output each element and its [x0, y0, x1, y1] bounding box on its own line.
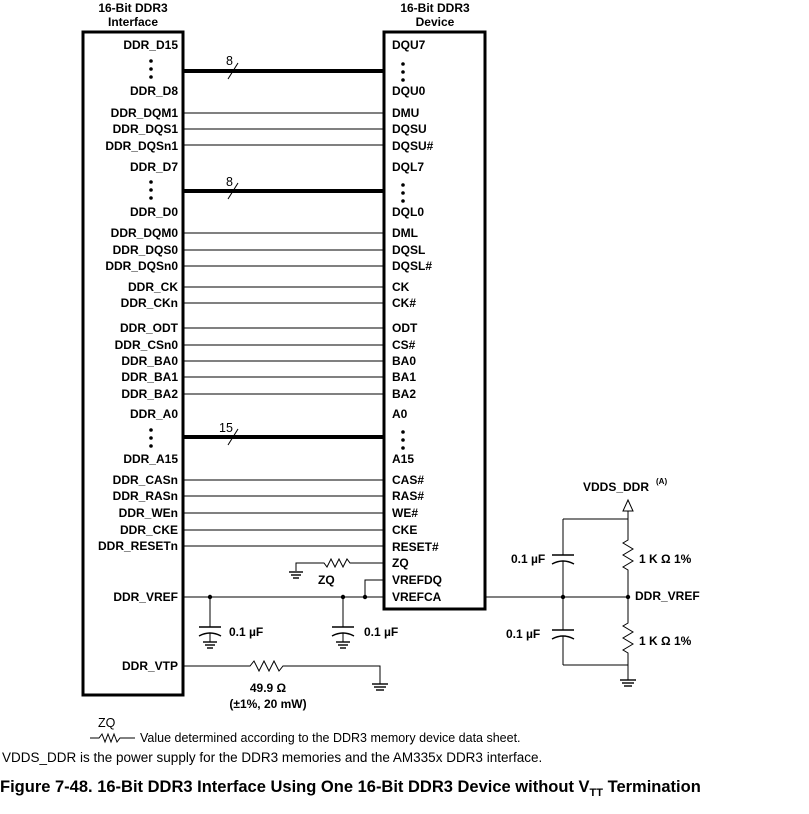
pin-vrefca: VREFCA [392, 590, 442, 604]
ddr-vref-net-label: DDR_VREF [635, 589, 700, 603]
left-pin-labels: DDR_D15 DDR_D8 DDR_DQM1 DDR_DQS1 DDR_DQS… [98, 38, 179, 673]
pin-ddr-cke: DDR_CKE [120, 523, 178, 537]
pin-reset-n: RESET# [392, 540, 439, 554]
vdds-superscript: (A) [656, 477, 667, 486]
res-bottom-label: 1 K Ω 1% [639, 634, 692, 648]
left-header-line1: 16-Bit DDR3 [98, 1, 168, 15]
pin-ddr-rasn: DDR_RASn [113, 489, 178, 503]
pin-ddr-ckn: DDR_CKn [121, 296, 178, 310]
footnote: VDDS_DDR is the power supply for the DDR… [2, 750, 542, 765]
vtp-resistor: 49.9 Ω (±1%, 20 mW) [183, 659, 388, 711]
pin-cas-n: CAS# [392, 473, 424, 487]
pin-ddr-dqm0: DDR_DQM0 [111, 226, 179, 240]
pin-ddr-d7: DDR_D7 [130, 160, 178, 174]
pin-dql7: DQL7 [392, 160, 424, 174]
pin-dml: DML [392, 226, 418, 240]
caption-suffix: Termination [603, 778, 701, 796]
bus-width-upper: 8 [226, 54, 233, 68]
pin-ddr-ck: DDR_CK [128, 280, 178, 294]
pin-ddr-ba0: DDR_BA0 [121, 354, 178, 368]
pin-ddr-dqm1: DDR_DQM1 [111, 106, 179, 120]
pin-a15: A15 [392, 452, 414, 466]
vtp-resistor-spec: (±1%, 20 mW) [229, 697, 306, 711]
pin-ddr-odt: DDR_ODT [120, 321, 179, 335]
pin-ddr-d15: DDR_D15 [123, 38, 178, 52]
zq-resistor: ZQ [289, 557, 384, 587]
pin-dqsu-n: DQSU# [392, 139, 434, 153]
res-top-label: 1 K Ω 1% [639, 552, 692, 566]
pin-a0: A0 [392, 407, 408, 421]
pin-dqu7: DQU7 [392, 38, 426, 52]
right-header-line1: 16-Bit DDR3 [400, 1, 470, 15]
vref-net: DDR_VREF [183, 579, 700, 603]
figure-caption: Figure 7-48. 16-Bit DDR3 Interface Using… [0, 778, 701, 799]
bus-slash [227, 428, 239, 446]
cap-left2-label: 0.1 µF [364, 625, 398, 639]
pin-ddr-casn: DDR_CASn [113, 473, 178, 487]
bus-width-address: 15 [219, 421, 233, 435]
pin-ck: CK [392, 280, 410, 294]
ddr3-device-box [382, 30, 487, 611]
pin-ck-n: CK# [392, 296, 416, 310]
vtp-resistor-value: 49.9 Ω [250, 681, 287, 695]
pin-ddr-vtp: DDR_VTP [122, 659, 178, 673]
pin-ddr-dqs1: DDR_DQS1 [113, 122, 179, 136]
pin-dqsl: DQSL [392, 243, 425, 257]
data-buses: 8 8 15 [183, 54, 384, 446]
pin-ddr-ba1: DDR_BA1 [121, 370, 178, 384]
pin-dqu0: DQU0 [392, 84, 426, 98]
bus-slash [227, 62, 239, 80]
pin-odt: ODT [392, 321, 418, 335]
right-pin-labels: DQU7 DQU0 DMU DQSU DQSU# DQL7 DQL0 DML D… [392, 38, 442, 604]
caption-subscript: TT [590, 787, 604, 799]
pin-zq: ZQ [392, 556, 409, 570]
right-header-line2: Device [416, 15, 455, 29]
cap-left1-label: 0.1 µF [229, 625, 263, 639]
pin-ba0: BA0 [392, 354, 416, 368]
pin-ba1: BA1 [392, 370, 416, 384]
resistor-symbol-icon [90, 732, 135, 744]
vref-capacitor-2: 0.1 µF [331, 597, 398, 649]
left-header-line2: Interface [108, 15, 158, 29]
pin-dql0: DQL0 [392, 205, 424, 219]
pin-cke: CKE [392, 523, 417, 537]
pin-ras-n: RAS# [392, 489, 424, 503]
pin-ddr-ba2: DDR_BA2 [121, 387, 178, 401]
zq-label: ZQ [318, 573, 335, 587]
pin-ddr-resetn: DDR_RESETn [98, 539, 178, 553]
vref-divider: VDDS_DDR (A) 0.1 µF 1 K Ω 1% 0.1 µF 1 K … [506, 477, 692, 687]
bus-width-lower: 8 [226, 175, 233, 189]
pin-ddr-wen: DDR_WEn [119, 506, 178, 520]
pin-ddr-csn0: DDR_CSn0 [115, 338, 179, 352]
pin-ddr-a15: DDR_A15 [123, 452, 178, 466]
signal-wires [183, 112, 384, 547]
pin-we-n: WE# [392, 506, 418, 520]
vdds-ddr-label: VDDS_DDR [583, 480, 649, 494]
pin-ddr-dqsn1: DDR_DQSn1 [105, 139, 178, 153]
pin-cs-n: CS# [392, 338, 416, 352]
legend-zq-text: Value determined according to the DDR3 m… [140, 731, 521, 745]
pin-dmu: DMU [392, 106, 419, 120]
pin-ddr-d0: DDR_D0 [130, 205, 178, 219]
pin-ddr-d8: DDR_D8 [130, 84, 178, 98]
pin-dqsu: DQSU [392, 122, 427, 136]
zq-legend: ZQ Value determined according to the DDR… [90, 716, 521, 745]
pin-vrefdq: VREFDQ [392, 573, 442, 587]
cap-right2-label: 0.1 µF [506, 627, 540, 641]
bus-slash [227, 182, 239, 200]
vref-capacitor-1: 0.1 µF [198, 597, 263, 649]
caption-prefix: Figure 7-48. 16-Bit DDR3 Interface Using… [0, 778, 590, 796]
pin-ddr-dqsn0: DDR_DQSn0 [105, 259, 178, 273]
pin-ddr-a0: DDR_A0 [130, 407, 178, 421]
ddr3-interface-box [81, 30, 185, 697]
pin-ddr-vref: DDR_VREF [113, 590, 178, 604]
ellipsis-dots [149, 59, 405, 450]
cap-right1-label: 0.1 µF [511, 552, 545, 566]
pin-ba2: BA2 [392, 387, 416, 401]
pin-dqsl-n: DQSL# [392, 259, 432, 273]
legend-zq-label: ZQ [98, 716, 116, 730]
pin-ddr-dqs0: DDR_DQS0 [113, 243, 179, 257]
power-arrow-icon [622, 498, 634, 512]
